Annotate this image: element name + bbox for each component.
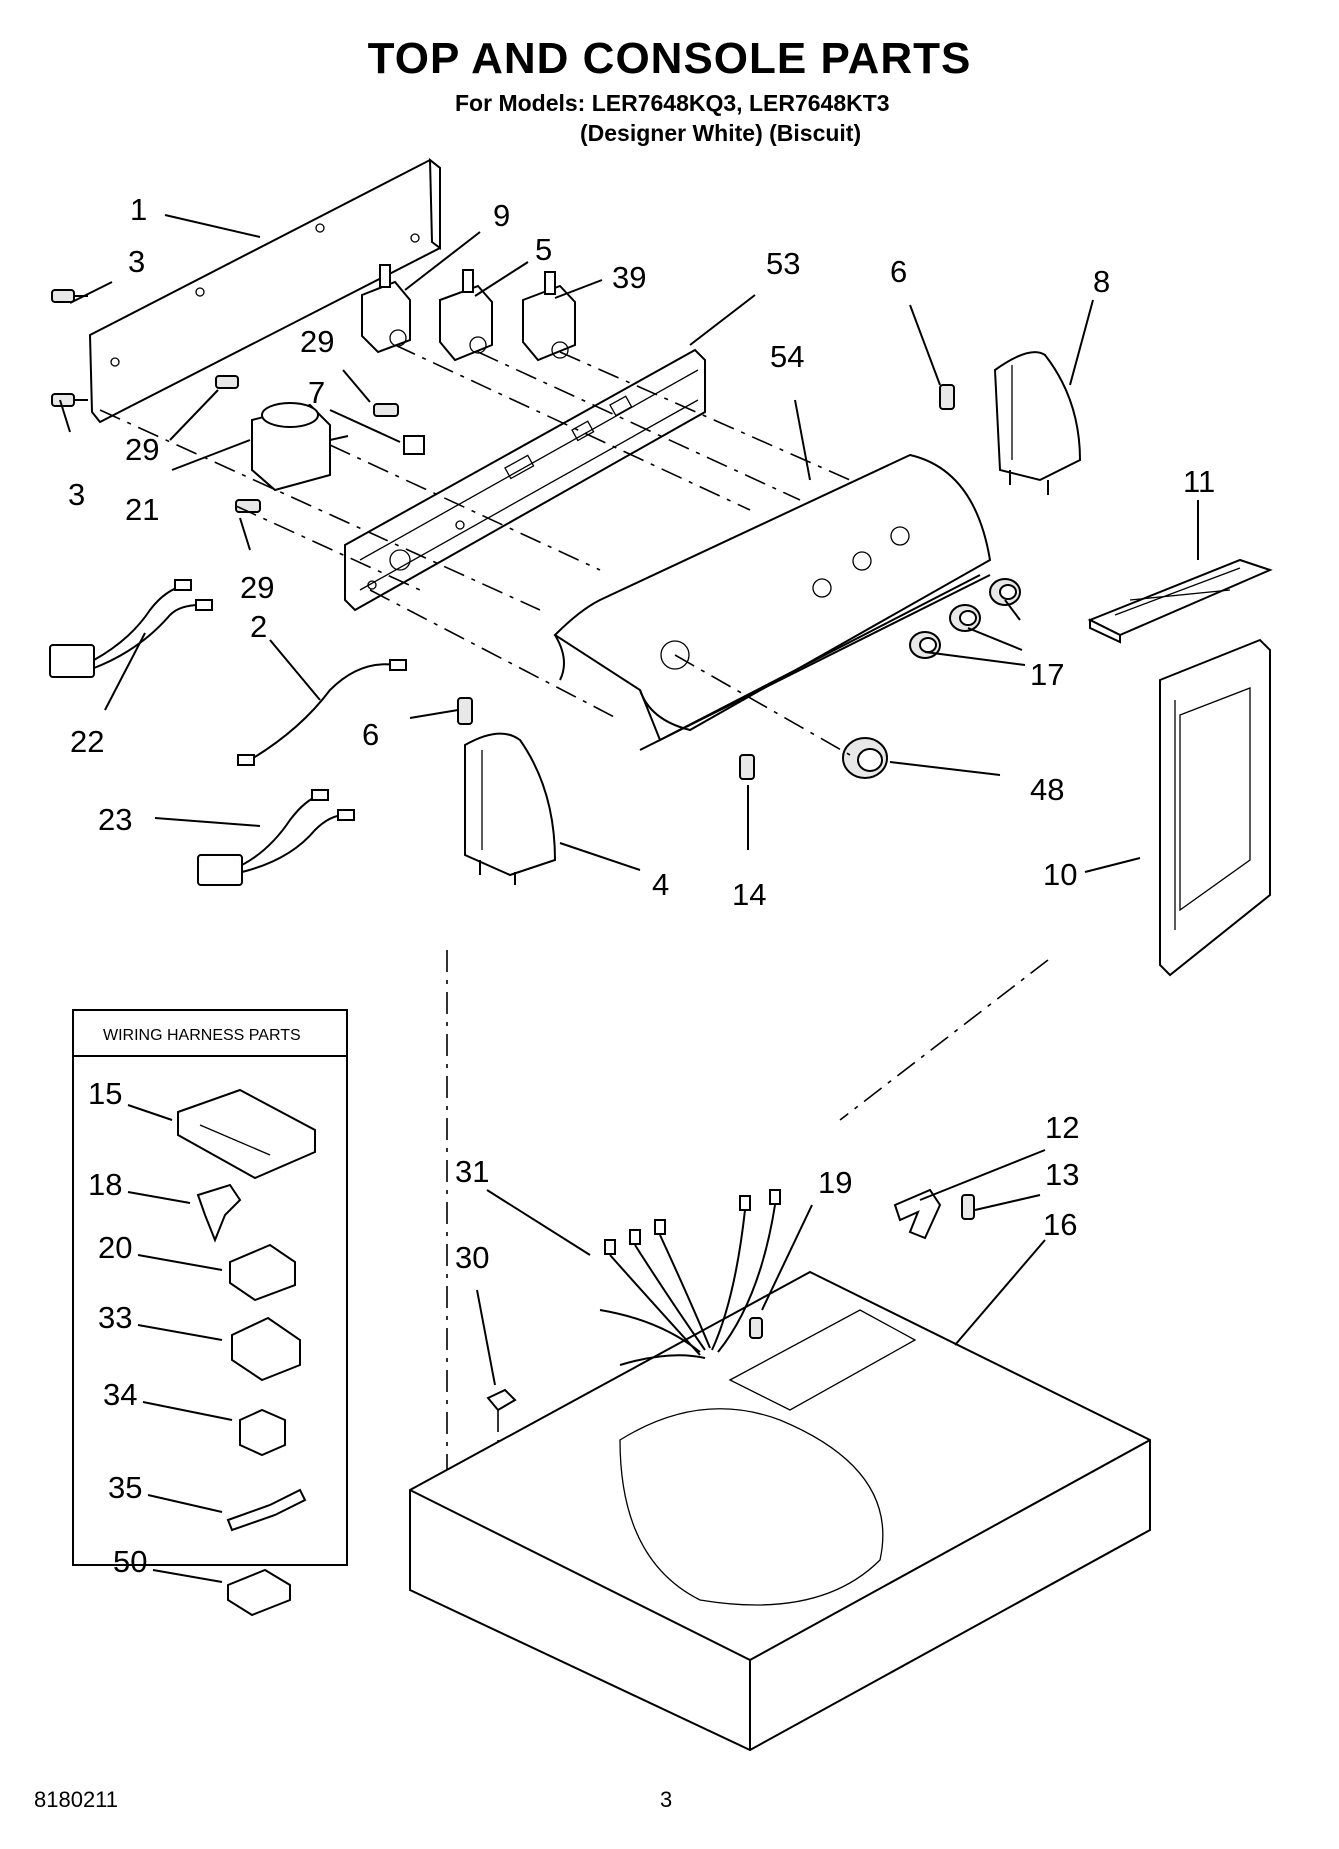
callout-8: 8 [1093, 264, 1110, 299]
part-23-harness [197, 789, 355, 886]
callout-29-c: 29 [240, 570, 274, 605]
part-54-console-panel [553, 453, 992, 751]
wiring-item-35: 35 [108, 1470, 142, 1505]
callout-21: 21 [125, 492, 159, 527]
callout-19: 19 [818, 1165, 852, 1200]
leader-lines [59, 214, 1199, 1386]
callout-29-b: 29 [125, 432, 159, 467]
callout-48: 48 [1030, 772, 1064, 807]
wiring-harness-parts-box: WIRING HARNESS PARTS 15 18 20 33 34 35 5… [72, 1009, 348, 1617]
callout-6-bottom: 6 [362, 717, 379, 752]
wiring-item-15: 15 [88, 1076, 122, 1111]
callout-17: 17 [1030, 657, 1064, 692]
part-14-screw [739, 754, 755, 780]
callout-1: 1 [130, 192, 147, 227]
part-3-screw-bottom [51, 393, 88, 407]
part-11-filter-cover [1087, 558, 1273, 644]
callout-3-bottom: 3 [68, 477, 85, 512]
part-39-switch [522, 271, 576, 362]
part-17-knob-2 [949, 604, 981, 632]
document-number: 8180211 [34, 1787, 119, 1812]
part-8-end-cap [993, 351, 1082, 495]
callout-22: 22 [70, 724, 104, 759]
part-29-screw-b [373, 403, 399, 417]
callout-5: 5 [535, 232, 552, 267]
callout-31: 31 [455, 1154, 489, 1189]
callout-29-a: 29 [300, 324, 334, 359]
wiring-item-34: 34 [103, 1377, 137, 1412]
part-53-control-bracket [344, 348, 706, 612]
part-19-screw [749, 1317, 763, 1339]
wiring-item-50: 50 [113, 1544, 147, 1579]
part-10-lint-filter [1159, 638, 1271, 977]
part-21-timer [251, 402, 349, 492]
part-9-switch [361, 264, 411, 354]
callout-16: 16 [1043, 1207, 1077, 1242]
callout-4: 4 [652, 867, 669, 902]
part-13-screw [961, 1194, 975, 1220]
callout-7: 7 [308, 375, 325, 410]
callout-30: 30 [455, 1240, 489, 1275]
models-line: For Models: LER7648KQ3, LER7648KT3 [455, 90, 890, 116]
part-5-switch [439, 269, 493, 362]
callout-11: 11 [1183, 464, 1215, 499]
callout-54: 54 [770, 339, 804, 374]
callout-3-top: 3 [128, 244, 145, 279]
part-7-clip [403, 435, 425, 455]
part-6-screw-top [939, 384, 955, 410]
part-29-screw-a [215, 375, 239, 389]
callout-13: 13 [1045, 1157, 1079, 1192]
wiring-item-33: 33 [98, 1300, 132, 1335]
wiring-box-title: WIRING HARNESS PARTS [103, 1027, 301, 1044]
part-22-harness [49, 579, 213, 678]
wiring-item-20: 20 [98, 1230, 132, 1265]
part-2-wire [237, 659, 407, 766]
assembly-lines [99, 344, 1049, 1520]
callout-12: 12 [1045, 1110, 1079, 1145]
part-29-screw-c [235, 499, 261, 513]
part-16-top-panel [409, 1270, 1151, 1752]
callout-14: 14 [732, 877, 766, 912]
callout-23: 23 [98, 802, 132, 837]
callout-53: 53 [766, 246, 800, 281]
part-48-knob [842, 737, 888, 779]
part-4-end-cap [464, 732, 557, 885]
part-17-knob-1 [989, 578, 1021, 606]
part-31-main-harness [599, 1189, 781, 1366]
colors-line: (Designer White) (Biscuit) [580, 120, 862, 146]
wiring-item-18: 18 [88, 1167, 122, 1202]
callout-39: 39 [612, 260, 646, 295]
part-12-bracket [893, 1188, 942, 1240]
callout-2: 2 [250, 609, 267, 644]
page-number: 3 [660, 1787, 673, 1812]
callout-10: 10 [1043, 857, 1077, 892]
part-6-screw-bottom [457, 697, 473, 725]
part-1-bracket [88, 157, 441, 424]
callout-6-top: 6 [890, 254, 907, 289]
part-30-clip [486, 1388, 517, 1412]
page-title: TOP AND CONSOLE PARTS [367, 34, 972, 83]
callout-9: 9 [493, 198, 510, 233]
